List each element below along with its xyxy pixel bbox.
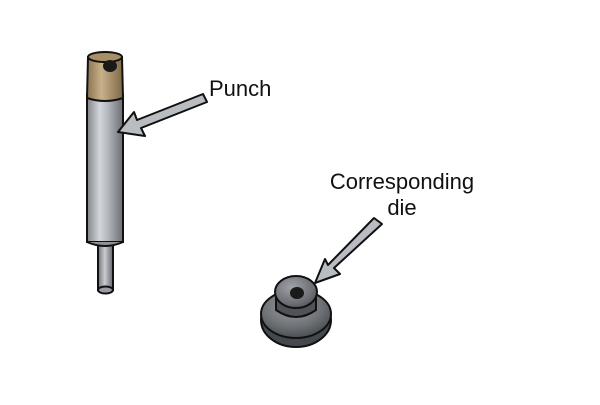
die-pointer-arrow-icon <box>314 217 383 284</box>
punch-label: Punch <box>209 76 272 101</box>
punch-pointer-arrow-icon <box>117 93 208 137</box>
punch-tool-icon <box>85 51 125 295</box>
die-label: Corresponding die <box>322 169 482 221</box>
die-icon <box>260 275 332 348</box>
die-boss <box>274 275 318 318</box>
die-label-line2: die <box>387 195 417 220</box>
punch-shank <box>86 94 124 247</box>
punch-head <box>85 51 125 102</box>
punch-hole <box>103 60 117 72</box>
die-hole <box>290 287 304 299</box>
die-label-line1: Corresponding <box>329 169 475 194</box>
punch-tip <box>97 241 114 295</box>
